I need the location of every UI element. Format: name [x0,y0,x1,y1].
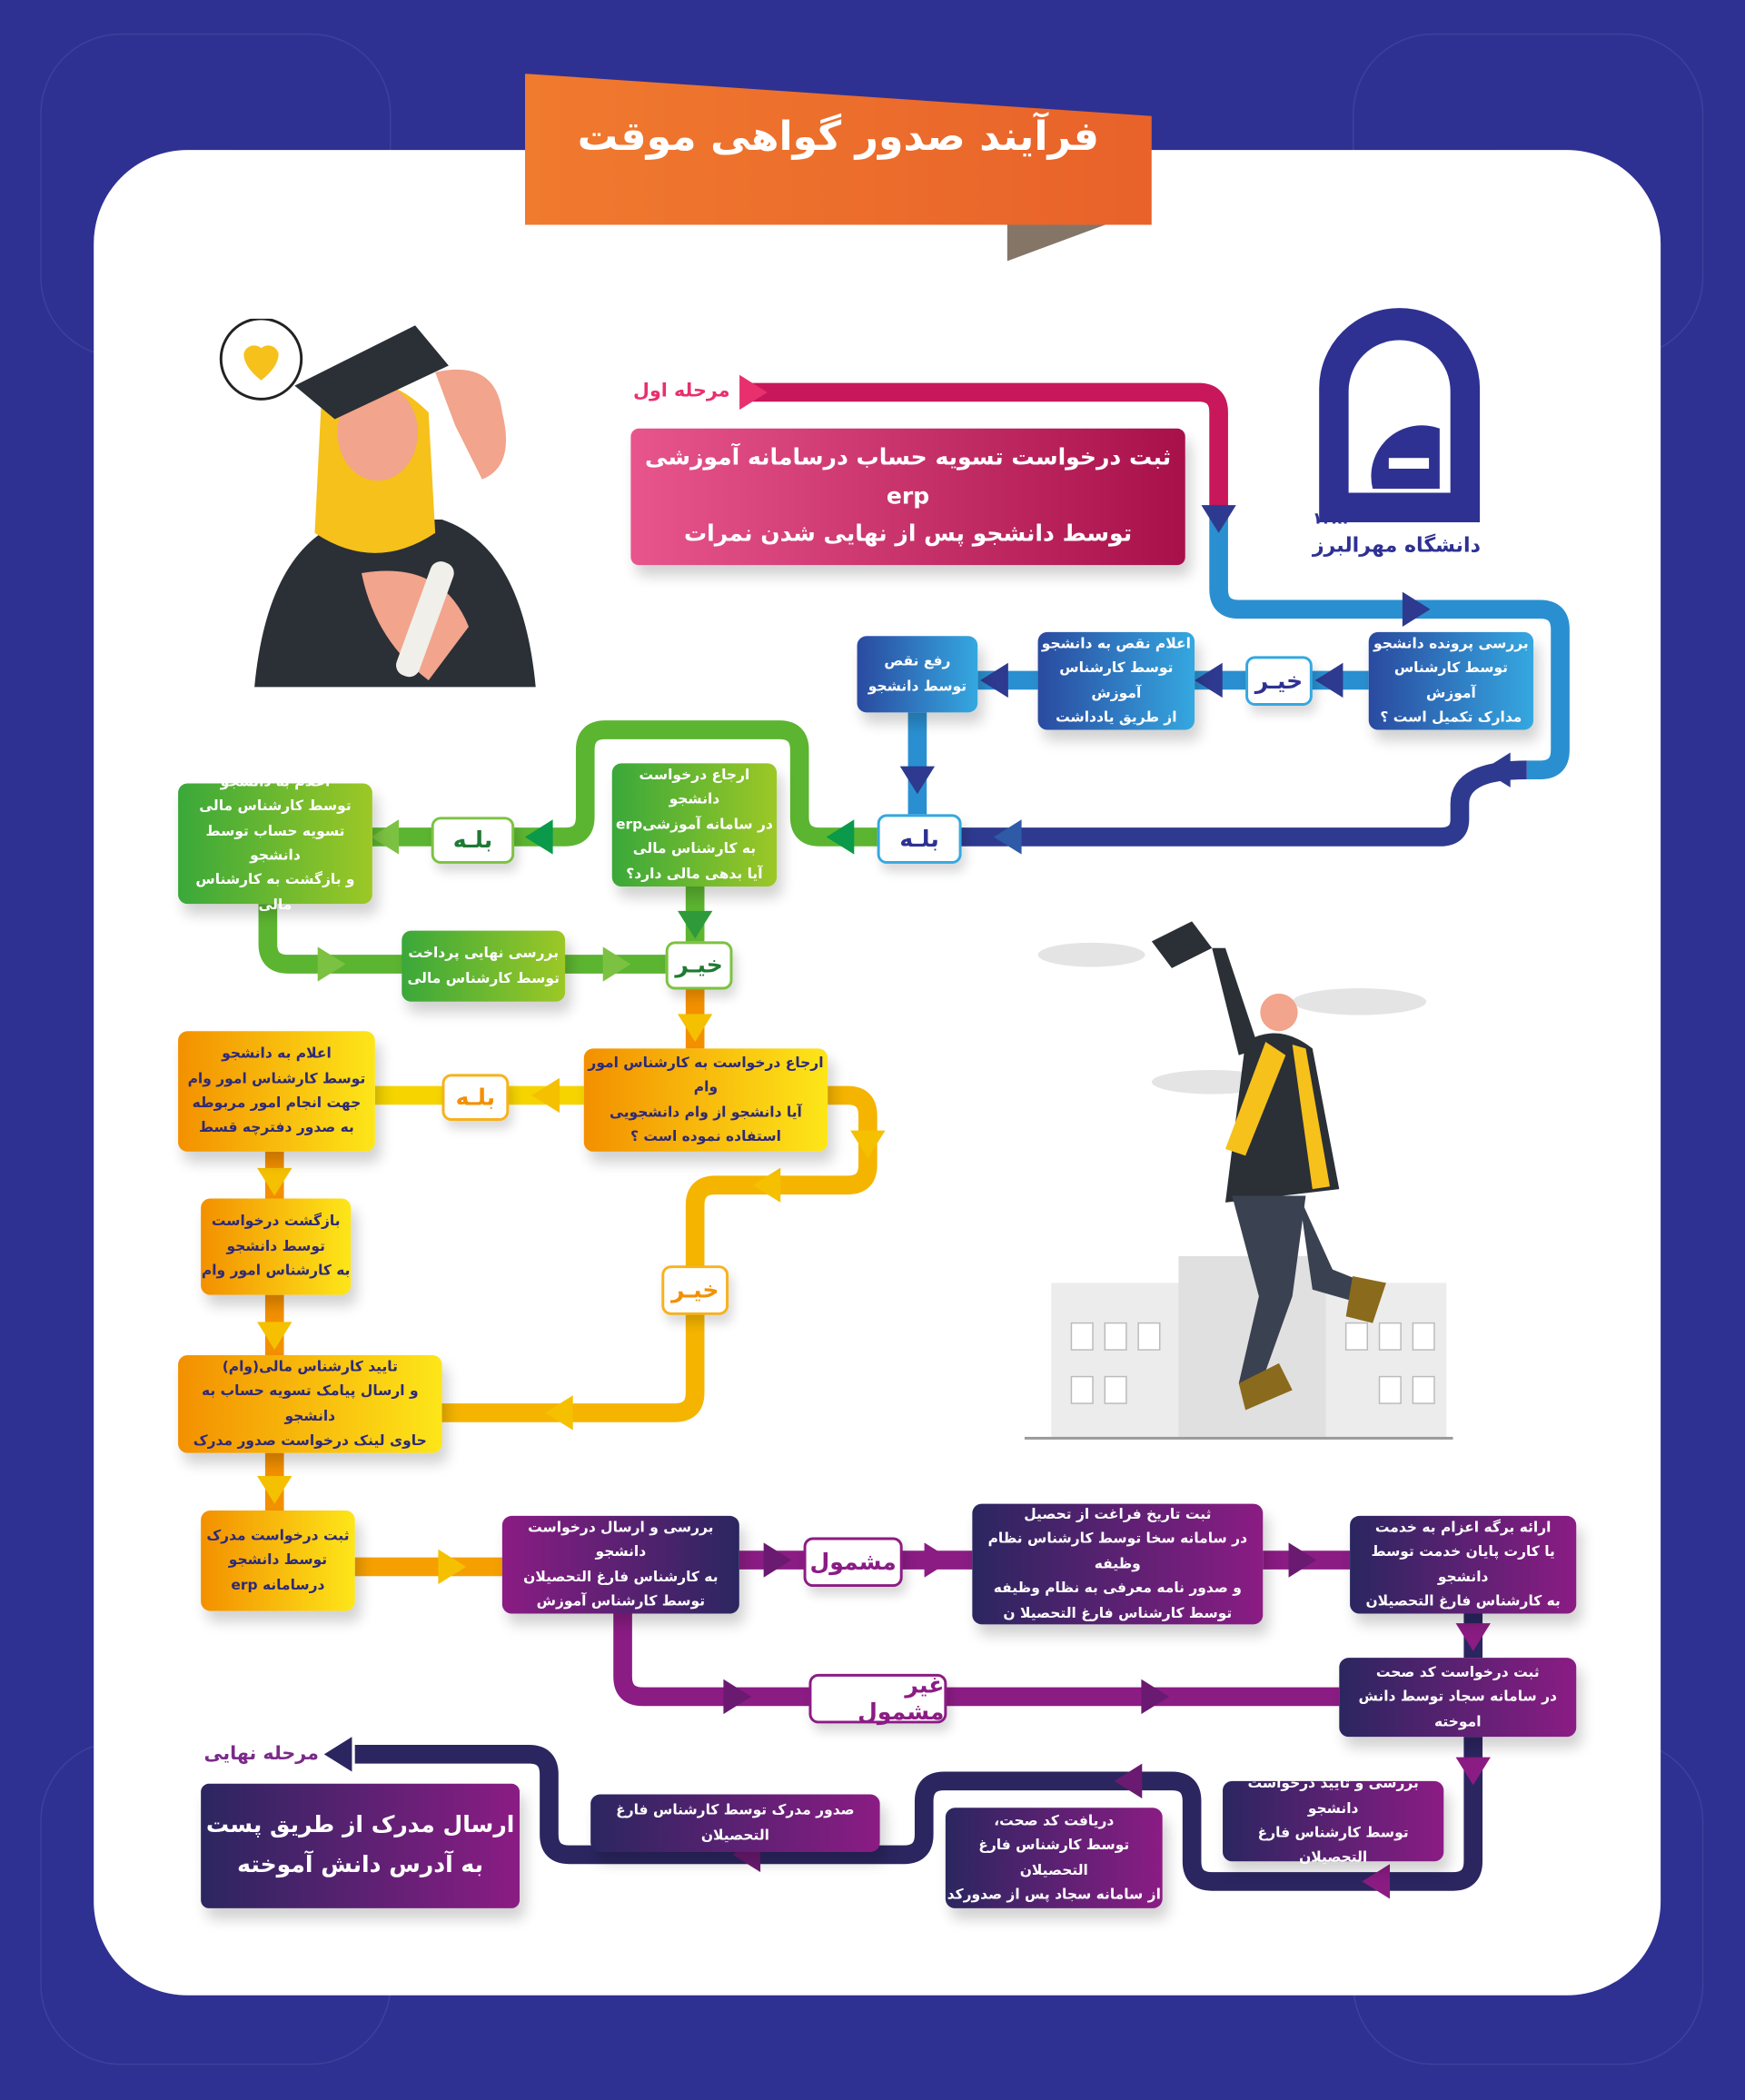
connector-pipe [372,720,877,847]
step-return-request: بازگشت درخواست توسط دانشجو به کارشناس ام… [201,1198,352,1295]
step-receive-code: دریافت کد صحت، توسط کارشناس فارغ التحصیل… [945,1808,1163,1908]
flow-arrow-icon [1455,1757,1491,1786]
flow-arrow-icon [602,946,631,982]
badge-no: خیـر [1245,656,1313,706]
connector-pipe [258,904,666,974]
connector-pipe [1209,509,1570,780]
flow-arrow-icon [993,819,1022,855]
flow-arrow-icon [257,1322,292,1351]
badge-no: خیـر [661,1265,729,1315]
flow-arrow-icon [371,819,400,855]
stage-first-box: ثبت درخواست تسویه حساب درسامانه آموزشی e… [630,428,1185,566]
step-refer-finance: ارجاع درخواست دانشجو در سامانه آموزشیerp… [611,763,778,887]
badge-yes: بلـه [441,1074,510,1121]
male-graduate-illustration [1024,921,1453,1440]
flow-arrow-icon [850,1130,886,1159]
connector-pipe [958,760,1527,847]
logo-name: دانشگاه مهرالبرز [1312,532,1481,558]
flow-arrow-icon [677,910,713,939]
flow-arrow-icon [739,374,768,411]
step-notify-finance: اعلام به دانشجو توسط کارشناس مالی تسویه … [178,774,372,913]
step-notify-deficiency: اعلام نقص به دانشجو توسط کارشناس آموزش ا… [1037,631,1195,730]
logo-year: ۱۳۸۳ [1312,509,1353,528]
flow-arrow-icon [1482,752,1511,788]
step-issue-document: صدور مدرک توسط کارشناس فارغ التحصیلان [590,1794,880,1852]
flow-arrow-icon [1195,662,1223,698]
stage-final-label: مرحله نهایی [203,1743,319,1766]
step-review-approve: بررسی و تایید درخواست دانشجو توسط کارشنا… [1223,1776,1444,1866]
step-register-request: ثبت درخواست مدرک توسط دانشجو درسامانه er… [201,1511,355,1611]
connector-pipe [749,382,1228,510]
connector-pipe [354,1737,1483,1891]
flow-arrow-icon [531,1077,560,1114]
badge-no: خیـر [665,941,733,990]
flow-arrow-icon [980,662,1008,698]
flow-arrow-icon [1114,1763,1143,1798]
step-check-file: بررسی پرونده دانشجو توسط کارشناس آموزش م… [1368,631,1534,730]
flow-arrow-icon [1141,1679,1170,1715]
stage-first-label: مرحله اول [633,380,730,402]
badge-yes: بلـه [431,817,515,864]
flow-arrow-icon [924,1542,953,1578]
step-notify-loan: اعلام به دانشجو توسط کارشناس امور وام جه… [178,1031,375,1152]
flow-arrow-icon [899,766,936,795]
flow-arrow-icon [752,1167,781,1203]
flow-arrow-icon [438,1549,467,1585]
stage-final-box: ارسال مدرک از طریق پست به آدرس دانش آموخ… [201,1783,521,1908]
flow-arrow-icon [723,1679,752,1715]
flow-arrow-icon [826,819,855,855]
step-final-payment-check: بررسی نهایی پرداخت توسط کارشناس مالی [402,930,566,1002]
badge-not-included: غیر مشمول [808,1672,947,1726]
flow-arrow-icon [317,946,346,982]
step-military-card: ارائه برگه اعزام به خدمت یا کارت پایان خ… [1350,1515,1577,1614]
connector-pipe [613,1613,1340,1707]
badge-included: مشمول [803,1537,903,1588]
female-graduate-illustration [219,318,536,688]
flow-arrow-icon [257,1167,292,1196]
flow-arrow-icon [1402,591,1431,627]
flow-arrow-icon [323,1737,352,1772]
flow-arrow-icon [763,1542,792,1578]
flow-arrow-icon [545,1395,573,1431]
flow-arrow-icon [524,819,553,855]
step-fix-deficiency: رفع نقص توسط دانشجو [857,636,978,713]
page-title: فرآیند صدور گواهی موقت [577,114,1100,161]
step-review-send: بررسی و ارسال درخواست دانشجو به کارشناس … [501,1515,739,1614]
flow-arrow-icon [1201,505,1236,533]
flow-arrow-icon [1288,1542,1317,1578]
step-auth-code-request: ثبت درخواست کد صحت در سامانه سجاد توسط د… [1339,1658,1577,1738]
step-refer-loan: ارجاع درخواست به کارشناس امور وام آیا دا… [583,1048,828,1152]
connector-pipe [441,1085,877,1422]
flow-arrow-icon [257,1475,292,1504]
step-loan-approve: تایید کارشناس مالی(وام) و ارسال پیامک تس… [178,1354,442,1453]
university-logo-icon [1319,308,1481,522]
flow-arrow-icon [1455,1623,1491,1651]
flow-arrow-icon [1362,1864,1391,1899]
flow-arrow-icon [677,1014,713,1043]
badge-yes: بلـه [877,814,962,864]
flow-arrow-icon [1314,662,1343,698]
step-military-date: ثبت تاریخ فراغت از تحصیل در سامانه سخا ت… [972,1503,1264,1625]
